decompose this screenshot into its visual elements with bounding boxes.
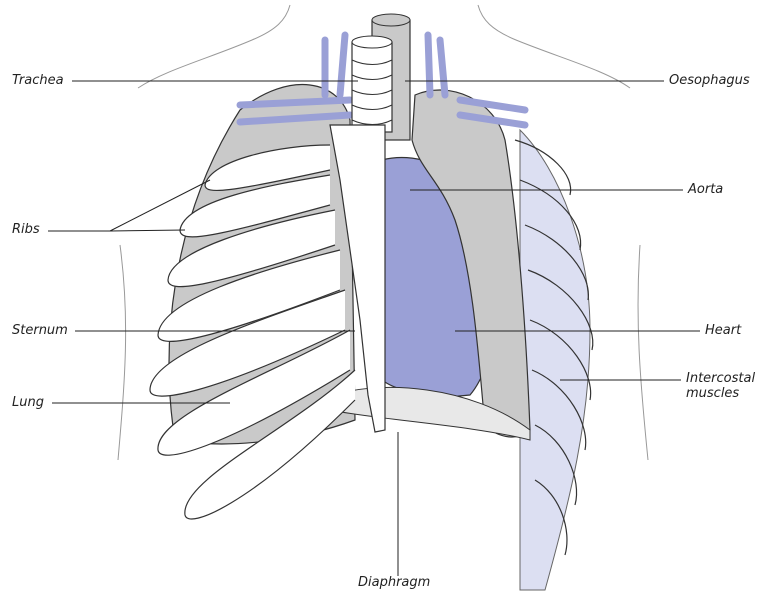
label-aorta: Aorta — [688, 182, 723, 197]
trachea-top — [352, 36, 392, 48]
trachea-tube — [352, 42, 392, 132]
label-intercostal-line2: muscles — [686, 386, 739, 401]
label-intercostal-line1: Intercostal — [686, 371, 755, 386]
label-heart: Heart — [705, 323, 741, 338]
label-sternum: Sternum — [12, 323, 68, 338]
label-trachea: Trachea — [12, 73, 64, 88]
oesophagus-top — [372, 14, 410, 26]
label-ribs: Ribs — [12, 222, 40, 237]
label-lung: Lung — [12, 395, 44, 410]
label-diaphragm: Diaphragm — [358, 575, 430, 590]
label-oesophagus: Oesophagus — [669, 73, 750, 88]
left-ribs — [150, 145, 355, 519]
